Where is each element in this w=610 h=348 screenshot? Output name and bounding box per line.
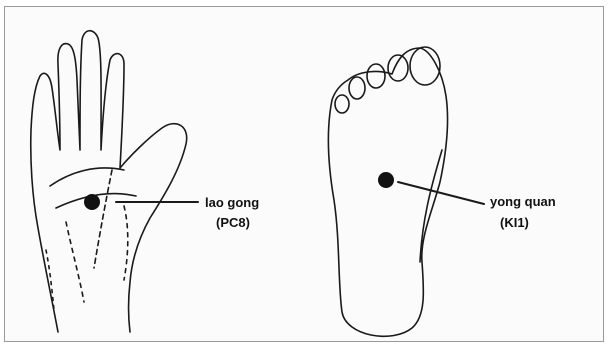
palm-crease-5: [124, 206, 128, 280]
lao-gong-label: lao gong: [205, 194, 259, 211]
hand-outline: [31, 31, 187, 332]
foot-leader-line: [398, 182, 484, 204]
lao-gong-point-marker: [84, 194, 100, 210]
toe-second: [388, 55, 408, 81]
lao-gong-code: (PC8): [216, 214, 250, 231]
yong-quan-label: yong quan: [490, 193, 556, 210]
toe-fourth: [349, 77, 365, 99]
palm-crease-1: [50, 168, 124, 186]
yong-quan-point-marker: [378, 172, 394, 188]
palm-crease-4: [66, 222, 84, 302]
toe-third: [367, 64, 385, 88]
toe-little: [335, 95, 349, 113]
palm-crease-3: [94, 170, 112, 268]
toe-big: [410, 47, 440, 85]
yong-quan-code: (KI1): [500, 214, 529, 231]
